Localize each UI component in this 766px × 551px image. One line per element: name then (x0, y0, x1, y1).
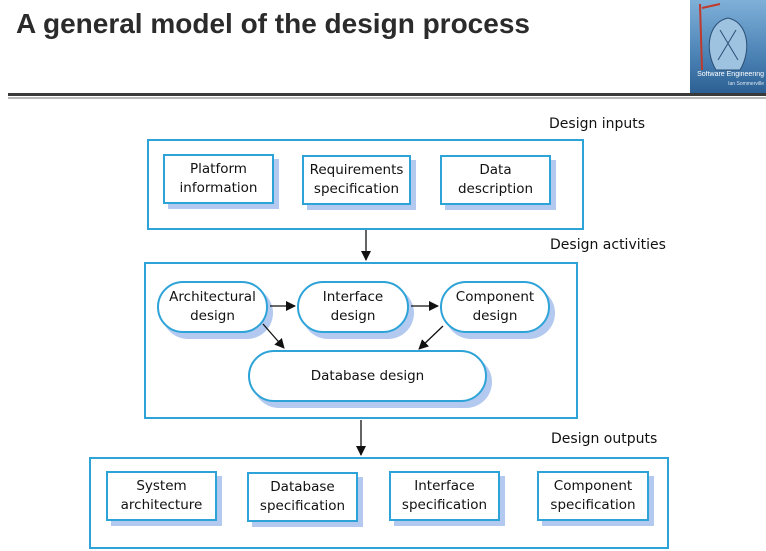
architectural-design-node: Architectural design (157, 281, 268, 333)
interface-design-node: Interface design (297, 281, 409, 333)
design-inputs-label: Design inputs (549, 116, 646, 132)
platform-information-box: Platform information (163, 154, 274, 204)
cover-author: Ian Sommerville (728, 81, 764, 87)
component-to-database-arrow (418, 325, 444, 350)
building-illustration (699, 3, 748, 71)
book-cover-image: Software Engineering Ian Sommerville (690, 0, 766, 94)
component-design-node: Component design (440, 281, 550, 333)
design-outputs-label: Design outputs (551, 431, 658, 447)
design-activities-label: Design activities (550, 237, 666, 253)
data-description-box: Data description (440, 155, 551, 205)
component-specification-box: Component specification (537, 471, 649, 521)
database-specification-box: Database specification (247, 472, 358, 522)
database-design-node: Database design (248, 350, 487, 402)
interface-specification-box: Interface specification (389, 471, 500, 521)
cover-title: Software Engineering (697, 71, 764, 78)
architectural-to-database-arrow (262, 323, 285, 349)
system-architecture-box: System architecture (106, 471, 217, 521)
requirements-specification-box: Requirements specification (302, 155, 411, 205)
title-divider (8, 93, 766, 96)
title-divider-shadow (8, 97, 766, 99)
slide-title: A general model of the design process (16, 8, 530, 39)
